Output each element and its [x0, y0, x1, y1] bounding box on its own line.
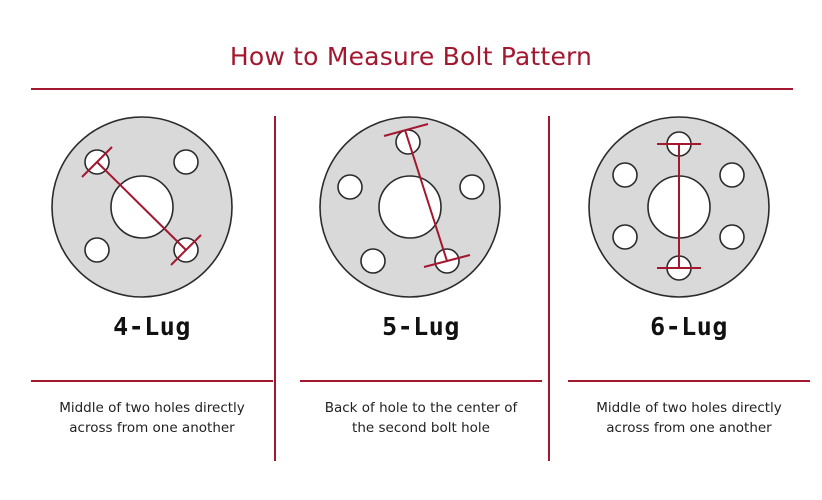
page-title: How to Measure Bolt Pattern: [229, 42, 593, 71]
pattern-6-lug: 6-Lug Middle of two holes directly acros…: [568, 100, 810, 500]
title-divider: [31, 88, 793, 90]
center-bore: [378, 175, 442, 239]
column-divider-1: [274, 116, 276, 461]
column-rule: [31, 380, 273, 382]
pattern-5-lug: 5-Lug Back of hole to the center of the …: [300, 100, 542, 500]
measurement-tick: [81, 146, 113, 178]
measurement-tick: [170, 234, 202, 266]
wheel-4-lug-diagram: [51, 116, 233, 298]
bolt-hole: [719, 162, 745, 188]
bolt-hole: [459, 174, 485, 200]
bolt-hole: [337, 174, 363, 200]
description-line: Middle of two holes directly: [59, 400, 245, 416]
measurement-line: [96, 161, 187, 251]
description-line: Middle of two holes directly: [596, 400, 782, 416]
description-line: the second bolt hole: [352, 420, 490, 436]
pattern-description: Middle of two holes directly across from…: [568, 398, 810, 438]
measurement-tick: [383, 123, 429, 137]
column-rule: [300, 380, 542, 382]
wheel-6-lug-diagram: [588, 116, 770, 298]
bolt-hole: [360, 248, 386, 274]
measurement-line: [404, 129, 448, 262]
description-line: Back of hole to the center of: [324, 400, 518, 416]
description-line: across from one another: [606, 420, 772, 436]
bolt-hole: [612, 162, 638, 188]
pattern-label: 6-Lug: [650, 312, 728, 341]
pattern-description: Back of hole to the center of the second…: [300, 398, 542, 438]
description-line: across from one another: [69, 420, 235, 436]
bolt-hole: [84, 237, 110, 263]
pattern-description: Middle of two holes directly across from…: [31, 398, 273, 438]
pattern-4-lug: 4-Lug Middle of two holes directly acros…: [31, 100, 273, 500]
pattern-label: 4-Lug: [113, 312, 191, 341]
measurement-tick: [423, 254, 471, 268]
bolt-hole: [173, 149, 199, 175]
bolt-hole: [719, 224, 745, 250]
wheel-5-lug-diagram: [319, 116, 501, 298]
bolt-hole: [612, 224, 638, 250]
column-rule: [568, 380, 810, 382]
pattern-label: 5-Lug: [382, 312, 460, 341]
column-divider-2: [548, 116, 550, 461]
